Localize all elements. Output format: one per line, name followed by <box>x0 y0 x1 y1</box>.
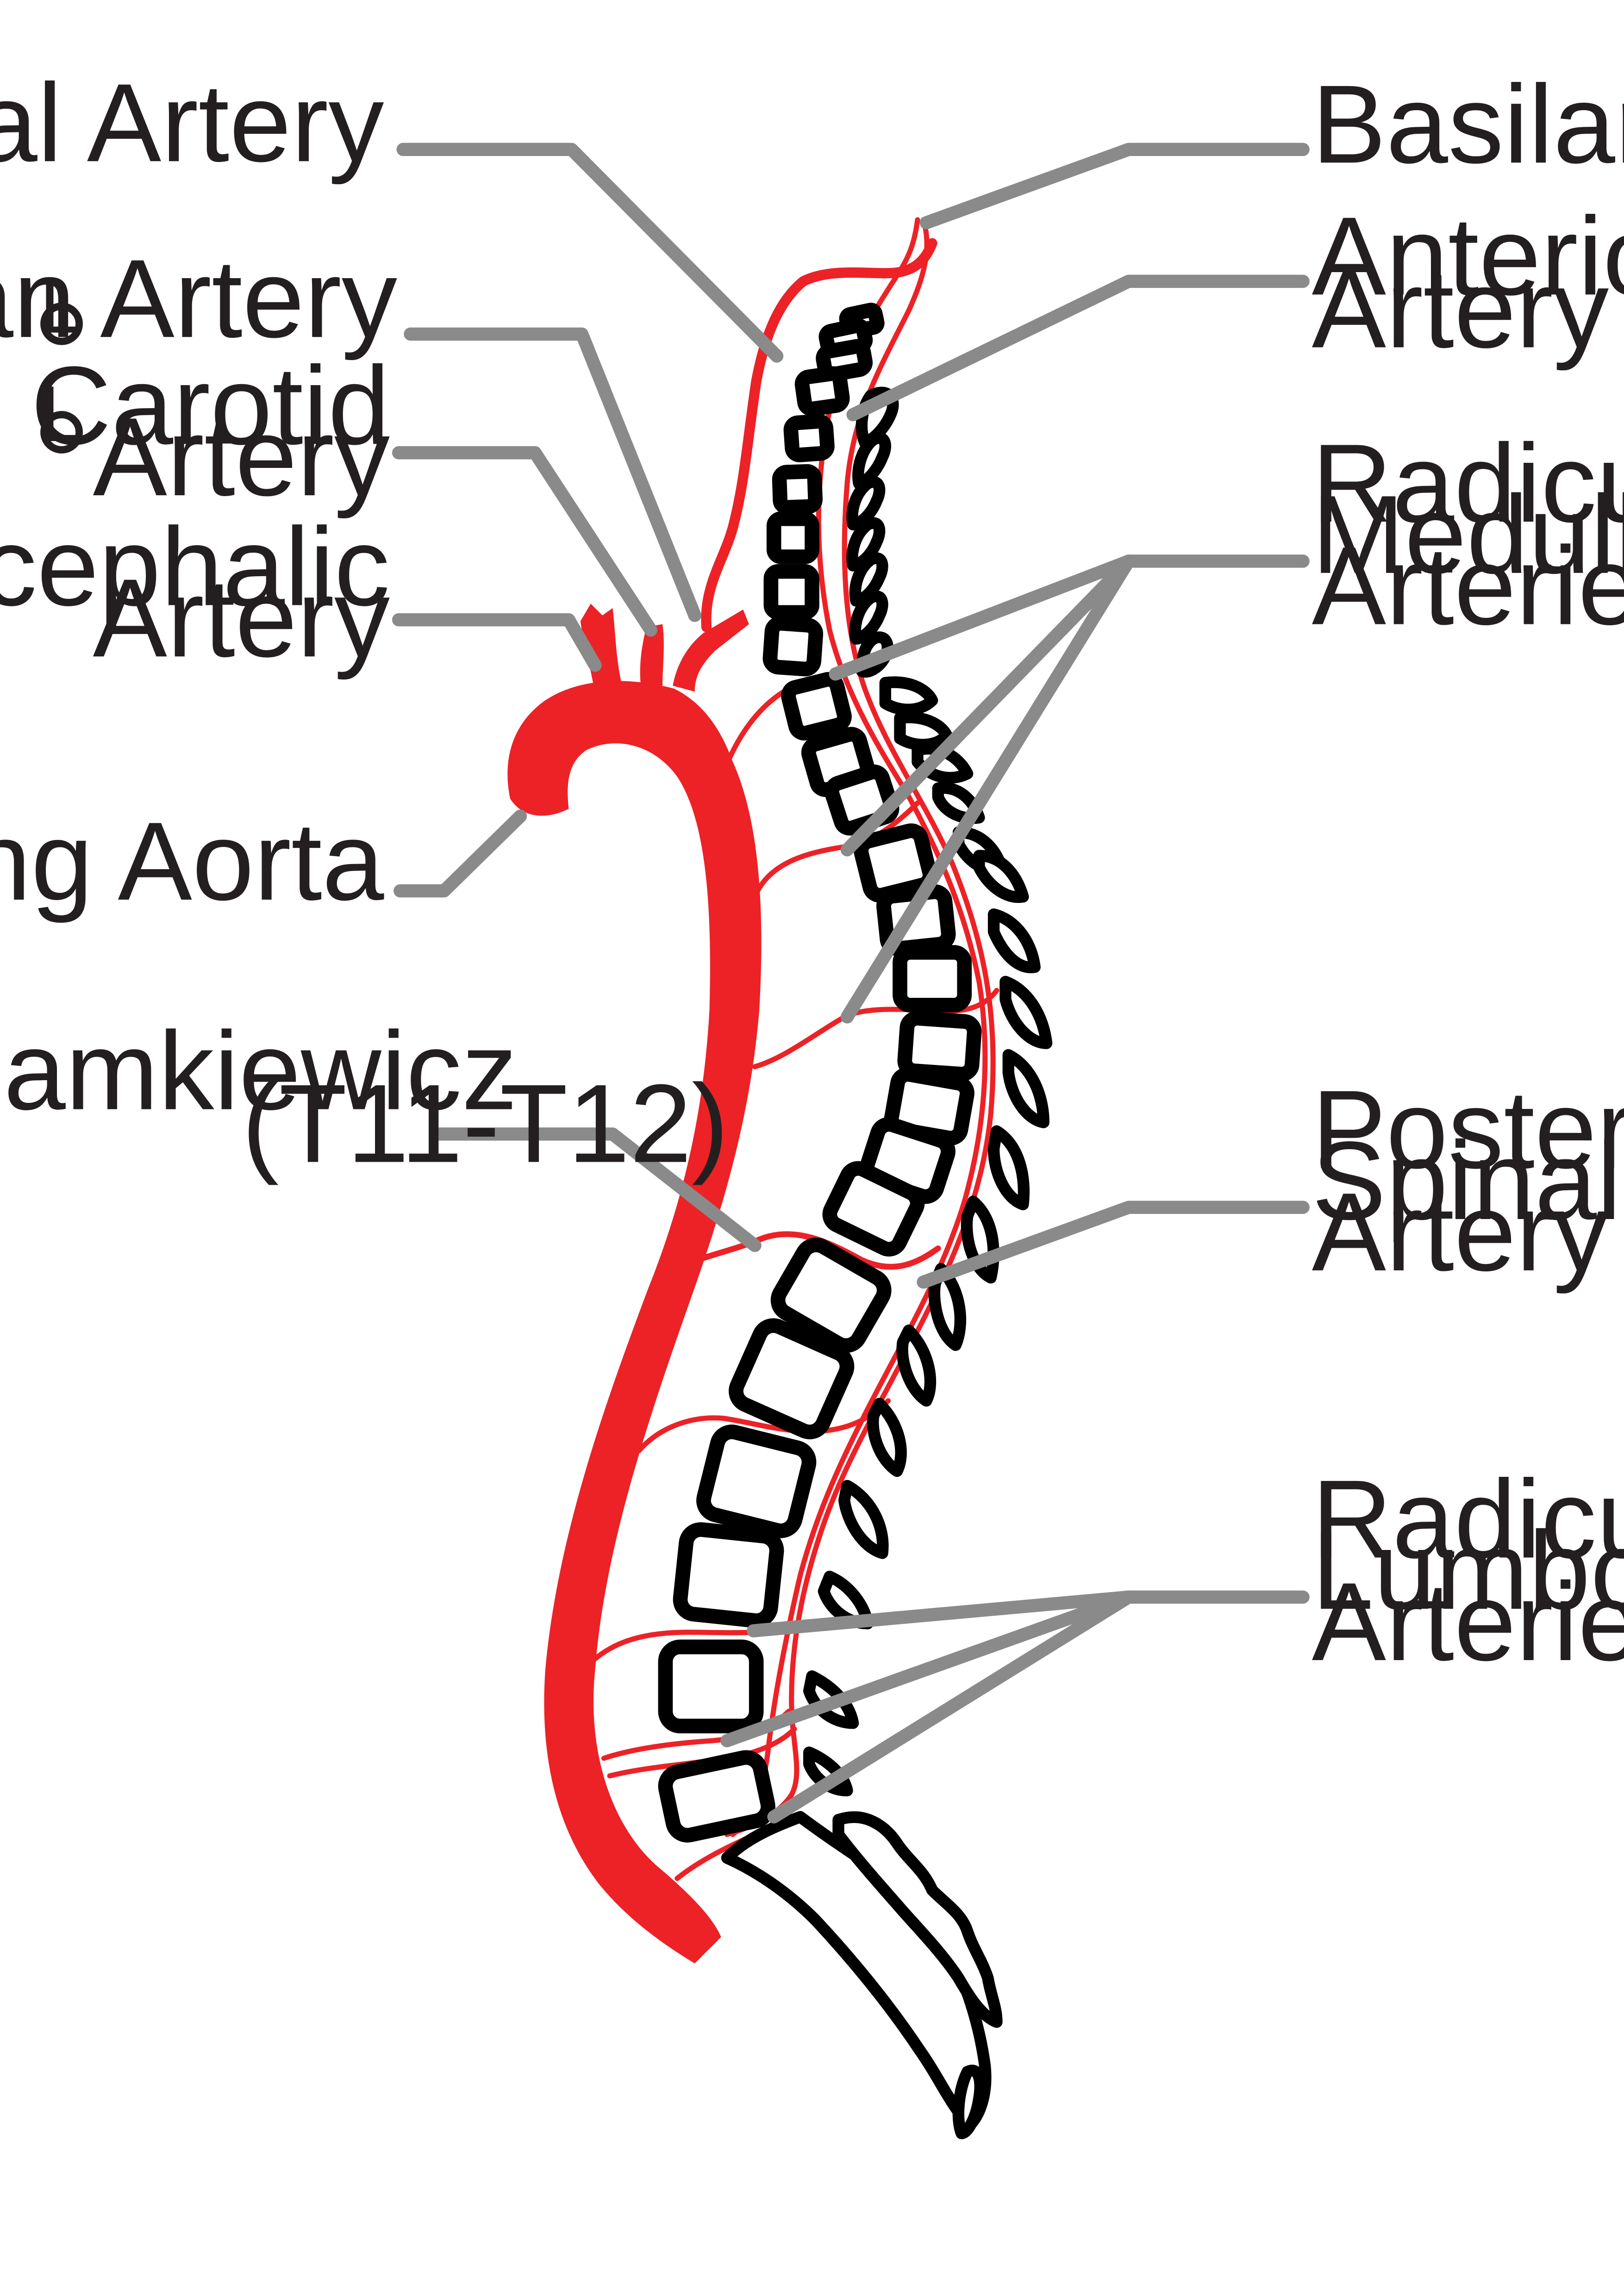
leader-posterior-spinal <box>917 1201 1310 1289</box>
label-basilar-artery: Basilar Artery <box>1312 62 1624 186</box>
label-common-carotid-line2: Artery <box>93 394 390 519</box>
spinous-process <box>999 976 1053 1049</box>
label-anterior-spinal-line2: Artery <box>1312 246 1609 371</box>
label-radicular-medullary-line3: Arteries <box>1312 523 1624 648</box>
vertebral-body <box>658 1639 764 1734</box>
label-posterior-spinal-line3: Artery <box>1312 1170 1609 1294</box>
spinous-process <box>879 676 938 716</box>
label-posterior-spinal-line2: Spinal <box>1312 1118 1622 1243</box>
vertebral-body <box>658 1750 775 1843</box>
label-adamkiewicz-line2: (T11-T12) <box>242 1061 729 1186</box>
vertebral-body <box>897 1011 982 1082</box>
vertebral-body <box>729 1318 855 1439</box>
label-radicular-lumbosacral-line2: Lumbosacral <box>1312 1508 1624 1632</box>
left-common-carotid-artery <box>640 624 664 686</box>
label-posterior-spinal-line1: Posterior <box>1312 1067 1624 1191</box>
left-side-marker-icon <box>40 411 83 454</box>
spinous-process <box>838 1480 889 1559</box>
leader-subclavian-artery <box>404 327 701 622</box>
leader-vertebral-artery <box>396 143 784 363</box>
carotid-side-marker: L <box>40 370 84 458</box>
label-brachiocephalic-line2: Artery <box>93 555 390 680</box>
label-brachiocephalic-line1: Brachiocephalic <box>0 504 390 629</box>
vertebral-body <box>772 464 823 515</box>
spinous-process <box>928 1263 967 1351</box>
leader-lines <box>392 143 1310 1823</box>
spinous-process <box>846 476 886 531</box>
leader-radicular-medullary <box>829 554 1310 1024</box>
vertebral-body <box>824 764 899 836</box>
anterior-spinal-artery <box>724 217 996 1837</box>
spinous-process <box>849 590 888 645</box>
spinous-process <box>896 1324 937 1407</box>
label-radicular-lumbosacral-line3: Arteries <box>1312 1559 1624 1684</box>
leader-radicular-lumbosacral <box>720 1590 1310 1823</box>
label-radicular-medullary-line1: Radicular <box>1312 421 1624 545</box>
vertebral-body <box>763 564 819 620</box>
sacral-crest <box>832 1811 1003 2028</box>
vertebral-body <box>766 511 819 564</box>
coccyx <box>952 2065 986 2140</box>
spinous-process <box>987 908 1041 973</box>
subclavian-side-marker: L <box>40 261 84 350</box>
spinous-process <box>973 850 1029 903</box>
leader-anterior-spinal <box>846 274 1310 422</box>
vertebral-body <box>770 1238 892 1353</box>
label-vertebral-artery: Vertebral Artery <box>0 60 384 185</box>
leader-adamkiewicz <box>433 1127 762 1252</box>
vertebral-body <box>696 1425 817 1538</box>
vertebral-body <box>893 945 972 1013</box>
spinous-process <box>867 1398 907 1477</box>
vertebral-body <box>762 616 824 677</box>
label-anterior-spinal-line1: Anterior Spinal <box>1312 193 1624 318</box>
vertebral-body <box>822 1161 925 1257</box>
label-subclavian-artery: Subclavian Artery <box>0 236 397 361</box>
aortic-arch-and-descending-aorta <box>507 681 762 1964</box>
vertebral-column <box>658 303 1053 2140</box>
spinous-process <box>894 711 953 751</box>
vertebral-body <box>794 366 850 417</box>
leader-basilar-artery <box>919 143 1310 230</box>
leader-brachiocephalic <box>392 613 602 672</box>
left-labels: Vertebral Artery L Subclavian Artery L C… <box>0 60 729 1185</box>
label-radicular-lumbosacral-line1: Radicular <box>1312 1456 1624 1581</box>
leader-common-carotid <box>392 446 657 637</box>
spinous-process <box>1002 1049 1049 1128</box>
spinous-process <box>987 1125 1030 1211</box>
label-radicular-medullary-line2: Medullary <box>1312 472 1624 597</box>
label-ascending-aorta: Ascending Aorta <box>0 799 384 923</box>
left-side-marker-icon <box>40 302 83 345</box>
label-common-carotid-line1: Common Carotid <box>0 343 390 467</box>
vertebral-body <box>673 1522 784 1628</box>
right-labels: Basilar Artery Anterior Spinal Artery Ra… <box>1312 62 1624 1684</box>
vertebral-body <box>783 414 835 462</box>
vertebral-body <box>781 672 852 740</box>
sacrum <box>721 1811 992 2131</box>
left-subclavian-artery <box>673 610 749 692</box>
label-adamkiewicz-line1: Artery of Adamkiewicz <box>0 1008 518 1133</box>
leader-ascending-aorta <box>394 809 527 898</box>
